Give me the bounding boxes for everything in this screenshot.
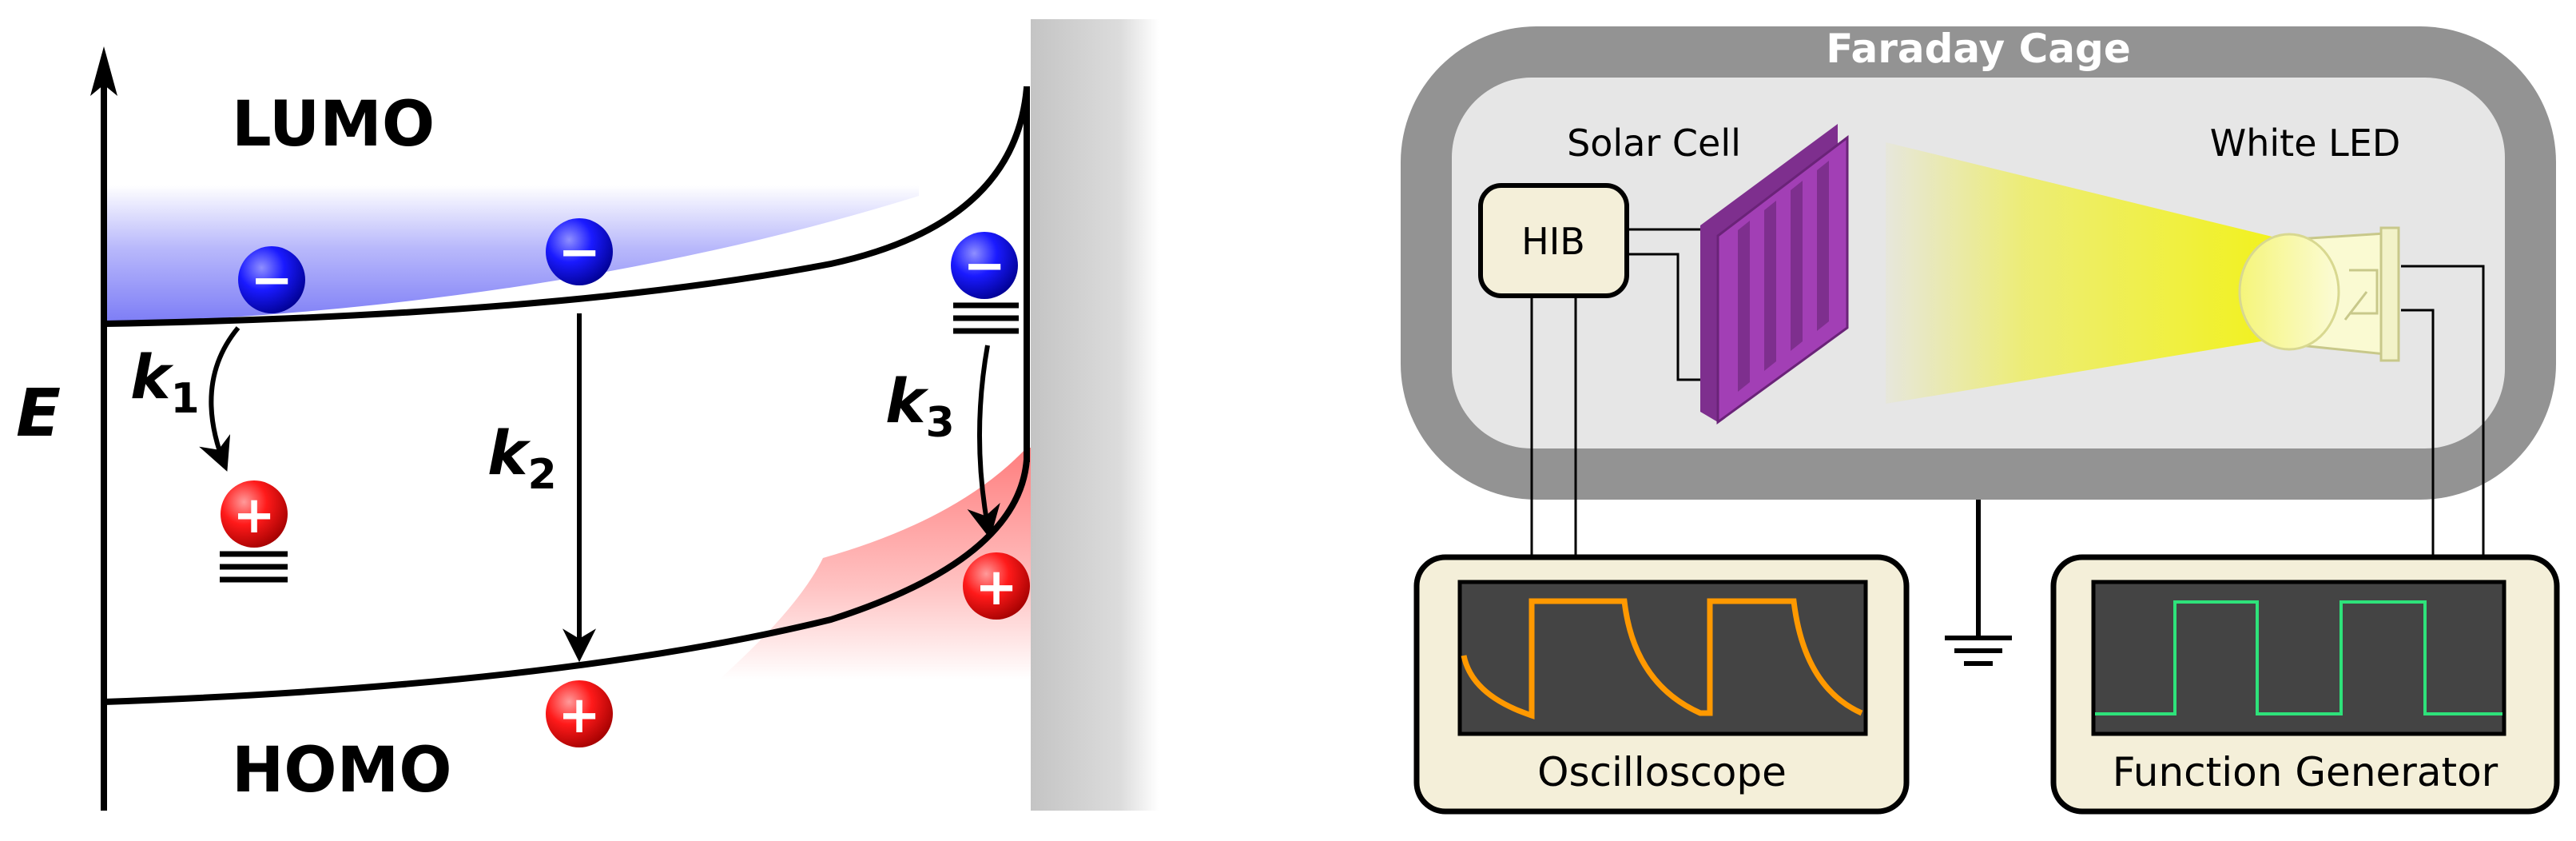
electron-2: − <box>546 218 613 285</box>
k1-label: k1 <box>130 341 200 423</box>
faraday-cage-label: Faraday Cage <box>1826 26 2131 72</box>
svg-text:+: + <box>975 558 1018 617</box>
function-generator-screen <box>2091 580 2506 736</box>
wires <box>1530 228 2485 557</box>
hib-box <box>1478 183 1629 298</box>
svg-text:−: − <box>963 237 1006 296</box>
electron-3: − <box>951 232 1018 299</box>
ground-icon <box>1945 500 2012 666</box>
function-generator-label: Function Generator <box>2113 749 2498 795</box>
electron-trap-states <box>953 302 1019 334</box>
solar-cell <box>1700 124 1849 424</box>
white-led-label: White LED <box>2210 122 2401 165</box>
band-diagram: E LUMO HOMO − − − + <box>16 19 1159 811</box>
hole-1: + <box>221 480 288 548</box>
svg-text:−: − <box>250 251 293 310</box>
white-led <box>2238 226 2400 362</box>
lumo-band <box>103 87 1030 327</box>
oscilloscope-screen <box>1457 580 1868 736</box>
measurement-setup: Faraday Cage Solar Cell White LED HIB <box>1401 26 2560 815</box>
function-generator-trace <box>2095 600 2502 715</box>
energy-axis-arrowhead <box>90 46 117 96</box>
hib-label: HIB <box>1521 220 1585 263</box>
lumo-label: LUMO <box>232 89 435 161</box>
oscilloscope-label: Oscilloscope <box>1537 749 1787 795</box>
homo-hole-cloud <box>719 448 1031 680</box>
oscilloscope-trace <box>1461 598 1863 719</box>
k1-arrow <box>199 326 241 472</box>
light-beam <box>1886 142 2285 404</box>
oscilloscope: Oscilloscope <box>1413 554 1910 815</box>
svg-text:−: − <box>558 223 601 282</box>
hole-trap-states <box>220 551 288 583</box>
function-generator: Function Generator <box>2050 554 2560 815</box>
svg-text:+: + <box>233 486 276 545</box>
lumo-electron-cloud <box>104 185 919 324</box>
electrode <box>1031 19 1159 811</box>
k3-arrow <box>967 345 1000 540</box>
electron-1: − <box>238 246 305 313</box>
energy-axis-label: E <box>16 376 61 452</box>
homo-label: HOMO <box>232 735 452 807</box>
k3-label: k3 <box>885 365 955 447</box>
k2-label: k2 <box>487 417 557 499</box>
solar-cell-label: Solar Cell <box>1567 122 1741 165</box>
svg-text:+: + <box>558 686 601 745</box>
hole-3: + <box>963 552 1030 620</box>
hole-2: + <box>546 680 613 747</box>
